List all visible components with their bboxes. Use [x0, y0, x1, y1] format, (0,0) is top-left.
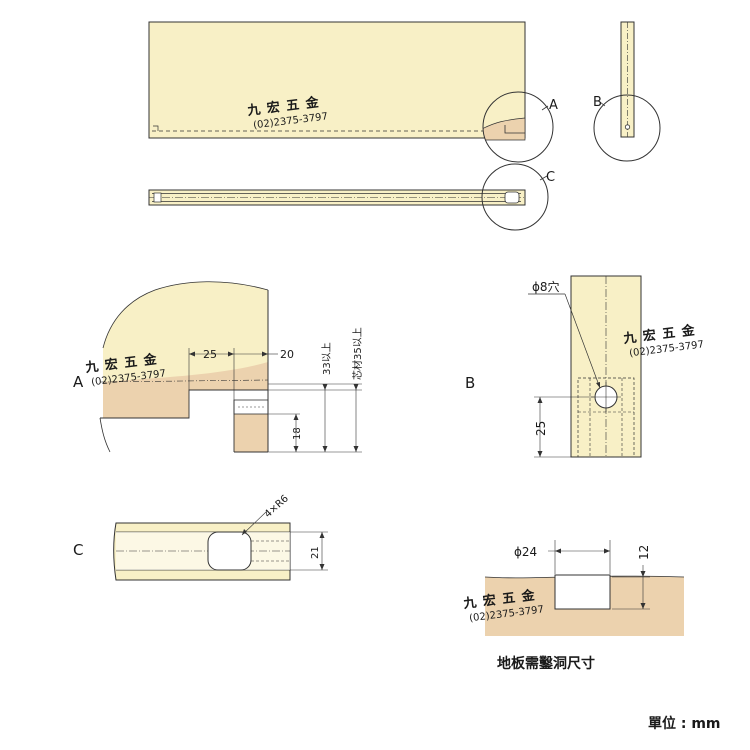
dim-a-18: 18 [292, 427, 303, 440]
dim-c-radius: 4×R6 [263, 493, 291, 520]
dim-a-25: 25 [203, 348, 217, 361]
plan-view: C [148, 163, 555, 231]
dim-b-25: 25 [534, 421, 548, 436]
callout-circle-a [482, 91, 554, 163]
callout-label-b: B [593, 95, 602, 110]
detail-b-label: B [465, 374, 475, 392]
detail-b: ϕ8穴 25 B [465, 275, 642, 458]
dim-a-20: 20 [280, 348, 294, 361]
callout-circle-b [593, 94, 661, 162]
front-view: A [148, 21, 558, 163]
dim-floor-12: 12 [637, 545, 651, 560]
detail-c: 4×R6 21 C [73, 493, 328, 581]
detail-c-label: C [73, 541, 83, 559]
dim-b-hole: ϕ8穴 [532, 279, 560, 294]
dim-a-33: 33以上 [321, 342, 333, 375]
detail-a-label: A [73, 373, 84, 391]
callout-circle-c [481, 163, 549, 231]
detail-a: 25 20 18 33以上 芯材35以上 A [73, 281, 364, 453]
floor-hole-detail: ϕ24 12 地板需鑿洞尺寸 [484, 540, 685, 672]
callout-label-c: C [546, 170, 555, 185]
dim-c-21: 21 [310, 546, 321, 559]
panel-front-face [148, 21, 526, 139]
unit-label: 單位 : mm [648, 715, 721, 732]
side-view: B [593, 21, 661, 162]
floor-hole-title: 地板需鑿洞尺寸 [497, 655, 595, 672]
callout-label-a: A [549, 98, 558, 113]
dim-a-35: 芯材35以上 [351, 327, 364, 380]
dim-floor-24: ϕ24 [514, 545, 537, 559]
